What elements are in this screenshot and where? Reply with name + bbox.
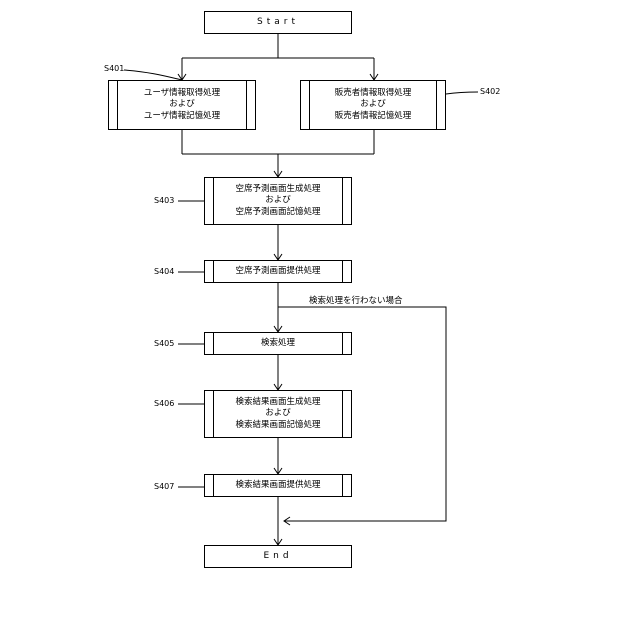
- step-s402-id: S402: [480, 87, 500, 96]
- step-s401-text: ユーザ情報取得処理 および ユーザ情報記憶処理: [144, 88, 220, 123]
- step-s401-id: S401: [104, 64, 124, 73]
- step-s402-text: 販売者情報取得処理 および 販売者情報記憶処理: [335, 88, 412, 123]
- end-label: End: [263, 551, 292, 563]
- step-s406-box: 検索結果画面生成処理 および 検索結果画面記憶処理: [204, 390, 352, 438]
- step-s406-id: S406: [154, 399, 174, 408]
- step-s405-text: 検索処理: [261, 338, 295, 350]
- step-s407-box: 検索結果画面提供処理: [204, 474, 352, 497]
- step-s405-id: S405: [154, 339, 174, 348]
- step-s407-text: 検索結果画面提供処理: [235, 480, 320, 492]
- step-s401-box: ユーザ情報取得処理 および ユーザ情報記憶処理: [108, 80, 256, 130]
- start-terminal: Start: [204, 11, 352, 34]
- step-s403-text: 空席予測画面生成処理 および 空席予測画面記憶処理: [235, 184, 320, 219]
- step-s403-box: 空席予測画面生成処理 および 空席予測画面記憶処理: [204, 177, 352, 225]
- step-s404-text: 空席予測画面提供処理: [235, 266, 320, 278]
- start-label: Start: [257, 17, 299, 29]
- step-s404-box: 空席予測画面提供処理: [204, 260, 352, 283]
- step-s402-box: 販売者情報取得処理 および 販売者情報記憶処理: [300, 80, 446, 130]
- step-s406-text: 検索結果画面生成処理 および 検索結果画面記憶処理: [235, 397, 320, 432]
- step-s403-id: S403: [154, 196, 174, 205]
- step-s407-id: S407: [154, 482, 174, 491]
- bypass-branch-note: 検索処理を行わない場合: [309, 294, 403, 306]
- step-s405-box: 検索処理: [204, 332, 352, 355]
- step-s404-id: S404: [154, 267, 174, 276]
- end-terminal: End: [204, 545, 352, 568]
